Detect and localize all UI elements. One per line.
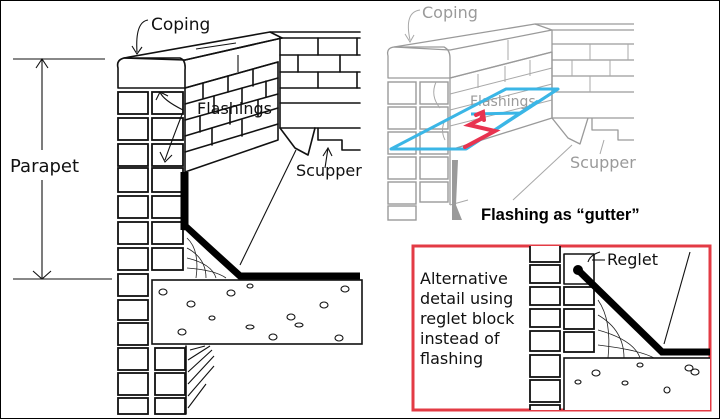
coping	[116, 31, 361, 89]
arrow-icon	[131, 45, 143, 55]
arrow-up-icon	[35, 58, 49, 69]
scupper-arrow-icon	[324, 147, 329, 169]
annotated-brick-column	[387, 81, 449, 221]
coping-pointer	[131, 19, 149, 55]
annotated-label-coping: Coping	[422, 3, 478, 22]
arrow-down-icon	[32, 270, 52, 280]
annotated-label-scupper: Scupper	[570, 153, 636, 172]
description-line: Alternative	[420, 269, 508, 288]
label-flashings: Flashings	[197, 99, 272, 118]
reglet-inset: Reglet Alternative detail using reglet b…	[411, 244, 712, 412]
label-scupper: Scupper	[296, 161, 362, 180]
arrow-icon	[404, 33, 415, 43]
parapet-side-wall	[184, 61, 279, 173]
parapet-brick-column	[117, 91, 186, 415]
description-line: detail using	[420, 289, 513, 308]
flashings-pointer	[155, 91, 184, 163]
reglet-block	[563, 253, 595, 285]
description-line: instead of	[420, 329, 500, 348]
inset-brick-column	[529, 246, 595, 410]
ceiling-hatch	[185, 345, 215, 415]
label-parapet: Parapet	[10, 156, 79, 177]
roof-slab	[151, 279, 363, 345]
arrow-icon	[155, 91, 169, 101]
annotated-view: Coping Flashings Scupper Flashing as “gu…	[386, 3, 640, 224]
arrow-icon	[159, 151, 173, 163]
label-coping: Coping	[151, 15, 210, 35]
description-line: reglet block	[420, 309, 515, 328]
flow-arrow	[463, 109, 501, 149]
scupper	[239, 127, 361, 266]
label-reglet: Reglet	[607, 250, 658, 269]
back-wall	[279, 37, 361, 129]
inset-description: Alternative detail using reglet block in…	[420, 269, 515, 368]
cant-strip	[185, 230, 236, 279]
caption-flashing-as-gutter: Flashing as “gutter”	[481, 206, 640, 224]
main-view: Coping Flashings Scupper Parapet	[10, 15, 363, 415]
roof-membrane	[180, 172, 360, 280]
parapet-dimension	[13, 58, 112, 280]
description-line: flashing	[420, 349, 483, 368]
